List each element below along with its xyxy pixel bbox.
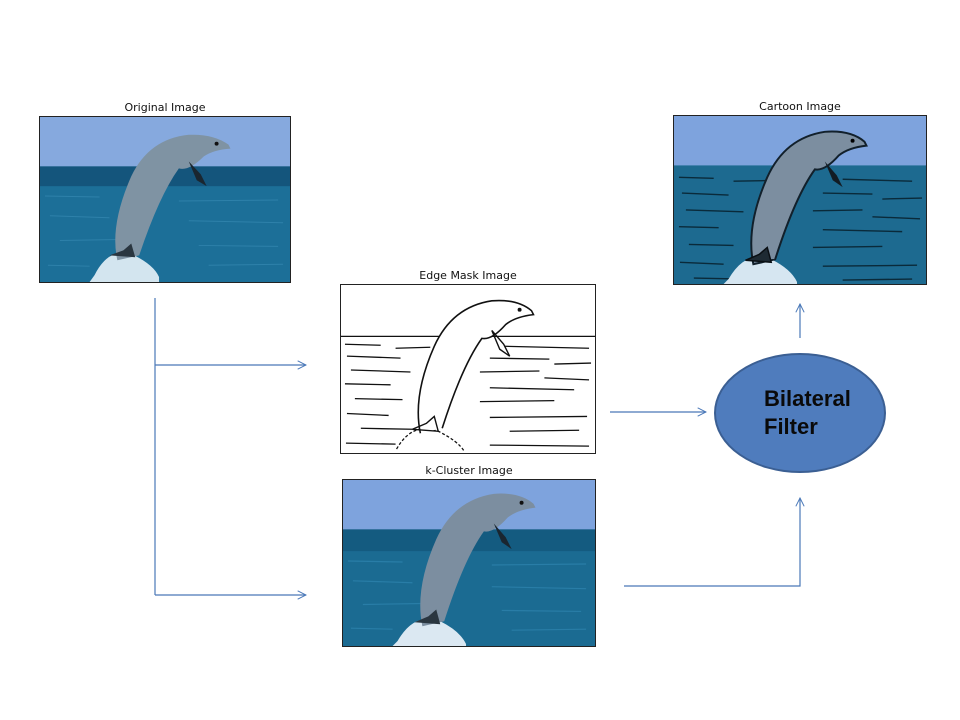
k-cluster-image-caption: k-Cluster Image — [425, 464, 513, 477]
cartoon-image — [673, 115, 927, 285]
arrow-cluster-to-filter — [624, 498, 800, 587]
k-cluster-image-panel: k-Cluster Image — [342, 464, 596, 647]
edge-mask-image-caption: Edge Mask Image — [419, 269, 517, 282]
edge-mask-image — [340, 284, 596, 454]
k-cluster-image — [342, 479, 596, 647]
original-image — [39, 116, 291, 283]
bilateral-filter-node: Bilateral Filter — [714, 353, 886, 473]
edge-mask-image-panel: Edge Mask Image — [340, 269, 596, 454]
cartoon-image-caption: Cartoon Image — [759, 100, 841, 113]
cartoon-image-panel: Cartoon Image — [673, 100, 927, 285]
original-image-caption: Original Image — [124, 101, 206, 114]
original-image-panel: Original Image — [39, 101, 291, 283]
bilateral-filter-label: Bilateral Filter — [764, 386, 851, 439]
